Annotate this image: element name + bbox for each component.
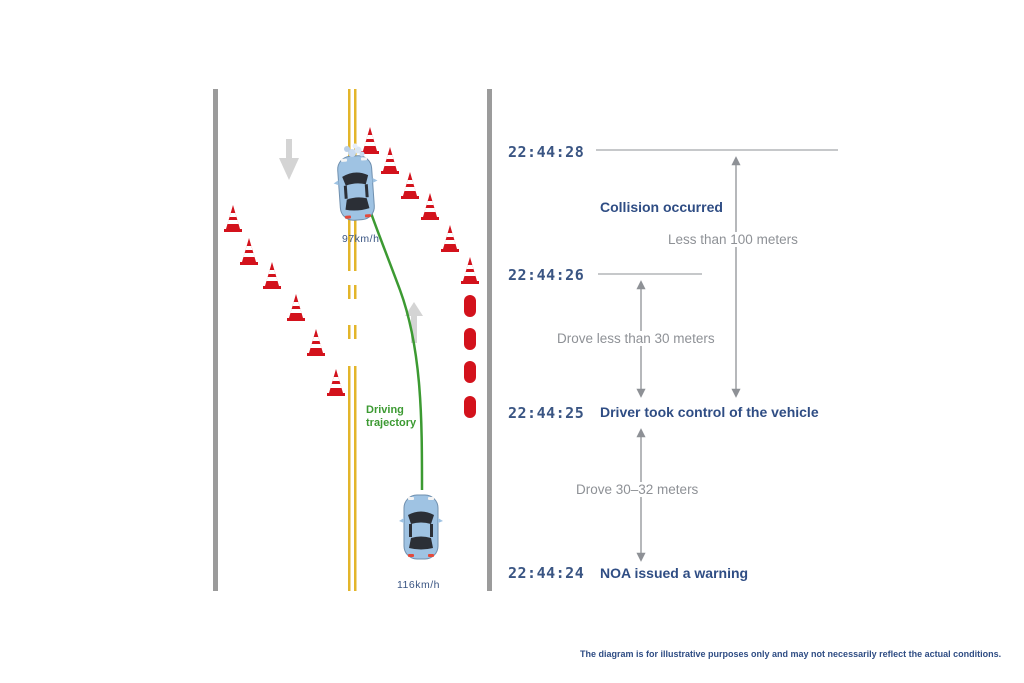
traffic-cone-icon [381, 147, 399, 174]
timestamp-collision: 22:44:28 [508, 143, 585, 161]
trajectory-label: Driving trajectory [366, 404, 436, 430]
car-icon [398, 494, 444, 560]
distance-label-30m: Drove less than 30 meters [554, 331, 718, 346]
direction-arrow-icon [279, 139, 299, 180]
distance-label-30-32m: Drove 30–32 meters [573, 482, 702, 497]
timestamp-takeover: 22:44:25 [508, 404, 585, 422]
barrier-icon [464, 295, 476, 418]
traffic-cone-icon [421, 193, 439, 220]
cone-row-right [361, 127, 479, 284]
traffic-cone-icon [307, 329, 325, 356]
traffic-cone-icon [240, 238, 258, 265]
distance-label-100m: Less than 100 meters [665, 232, 801, 247]
timestamp-midpoint: 22:44:26 [508, 266, 585, 284]
traffic-cone-icon [263, 262, 281, 289]
event-collision: Collision occurred [600, 199, 723, 215]
timestamp-warning: 22:44:24 [508, 564, 585, 582]
speed-label-upper: 97km/h [342, 233, 380, 245]
event-takeover: Driver took control of the vehicle [600, 404, 819, 420]
car-icon [331, 154, 381, 222]
trajectory-line [368, 209, 424, 491]
road-right-edge [487, 89, 492, 591]
disclaimer-footnote: The diagram is for illustrative purposes… [580, 649, 1002, 659]
collision-debris [344, 143, 365, 157]
cone-row-left [224, 205, 345, 396]
trajectory-label-line1: Driving [366, 404, 404, 416]
trajectory-label-line2: trajectory [366, 417, 417, 429]
traffic-cone-icon [224, 205, 242, 232]
traffic-cone-icon [287, 294, 305, 321]
traffic-cone-icon [441, 225, 459, 252]
event-warning: NOA issued a warning [600, 565, 749, 581]
traffic-cone-icon [461, 257, 479, 284]
road-left-edge [213, 89, 218, 591]
traffic-cone-icon [361, 127, 379, 154]
traffic-cone-icon [327, 369, 345, 396]
speed-label-lower: 116km/h [397, 579, 440, 591]
traffic-cone-icon [401, 172, 419, 199]
direction-arrow-icon [405, 302, 423, 343]
